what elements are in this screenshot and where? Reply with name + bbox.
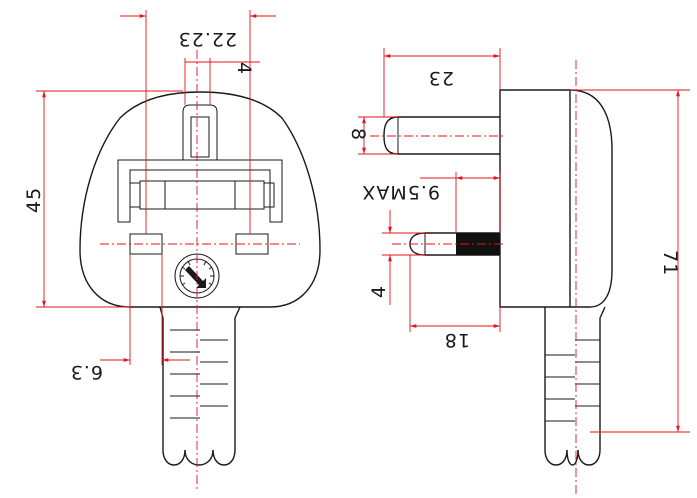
dim-18: 18 xyxy=(444,329,470,351)
dim-4-front: 4 xyxy=(233,62,255,75)
earth-pin xyxy=(190,116,210,158)
cord-side xyxy=(544,306,606,466)
front-view: 22.23 4 45 6.3 xyxy=(23,10,321,490)
dim-9-5max: 9.5MAX xyxy=(361,181,440,203)
dim-71: 71 xyxy=(659,250,681,276)
side-earth-pin xyxy=(383,116,500,155)
dim-8: 8 xyxy=(347,128,369,141)
dim-4-side: 4 xyxy=(368,285,390,298)
fuse xyxy=(139,180,265,210)
side-body-outline xyxy=(499,89,613,308)
dim-23: 23 xyxy=(428,67,454,89)
dim-22-23: 22.23 xyxy=(178,28,237,50)
dim-45: 45 xyxy=(23,187,45,213)
earth-pin-housing xyxy=(182,104,218,160)
cord-front xyxy=(159,306,241,466)
dial-arrow xyxy=(185,266,206,288)
dial-ticks xyxy=(180,259,214,286)
dim-6-3: 6.3 xyxy=(70,361,103,383)
fuse-carrier xyxy=(117,159,283,223)
plug-body-outline xyxy=(79,91,321,308)
side-view: 23 8 9.5MAX 4 18 71 xyxy=(347,48,690,495)
